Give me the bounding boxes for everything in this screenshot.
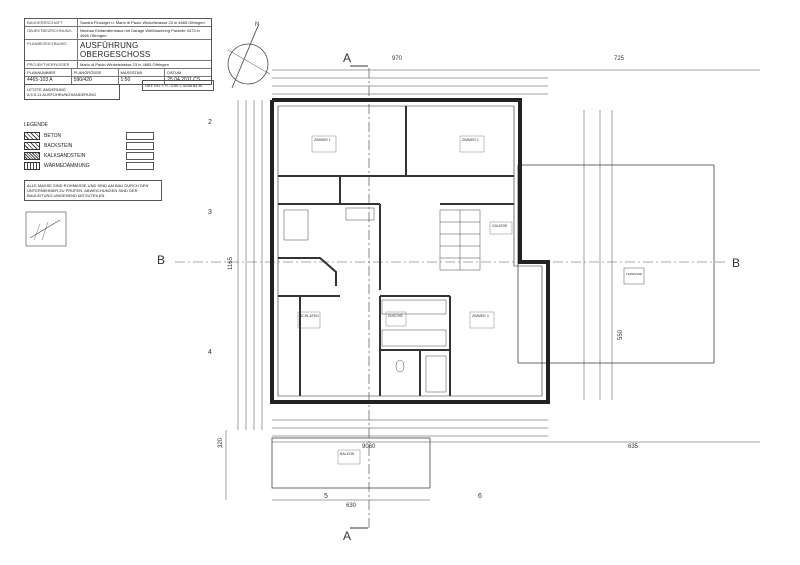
owner-value: Sandra Flückiger u. Mario di Paolo Winke…: [80, 20, 205, 25]
legend-box: [126, 162, 154, 170]
room-schlafen: SCHLAFEN: [300, 314, 319, 318]
legend-box: [126, 132, 154, 140]
axis-2: 2: [208, 119, 212, 126]
revision-text: A 5.5.11 AUSFÜHRUNGSÄNDERUNG: [27, 92, 97, 97]
general-note: ALLE MASSE SIND ROHMASSE UND SIND AM BAU…: [24, 180, 162, 201]
format: 590/420: [72, 77, 119, 84]
title-meta-labels: PLANNUMMER PLANGRÖSSE MASSSTAB DATUM: [25, 69, 211, 77]
section-a-top: A: [343, 51, 351, 65]
dimension-labels: 970 725 550 1165 9060 635 630 320: [218, 56, 639, 509]
legend-title: LEGENDE: [24, 122, 48, 128]
elevation-note: OKF.OG = +/- 0.00 = 4258.64 M: [142, 80, 214, 91]
stair-symbol-icon: [25, 211, 67, 247]
plan-label: PLANBEZEICHNUNG: [25, 40, 78, 60]
legend-box: [126, 142, 154, 150]
section-b-right: B: [732, 256, 740, 270]
dim-top-right: 725: [614, 56, 625, 62]
legend-item-kalksandstein: KALKSANDSTEIN: [24, 151, 154, 161]
legend-label: KALKSANDSTEIN: [44, 153, 86, 159]
dim-balcony-bottom: 630: [346, 503, 357, 509]
dim-left-total: 1165: [228, 256, 234, 270]
dim-bottom-right: 635: [628, 444, 639, 450]
author-value: Mario di Paolo Winkelstrasse 23 in 4665 …: [80, 62, 169, 67]
revision-box: LETZTE ÄNDERUNG A 5.5.11 AUSFÜHRUNGSÄNDE…: [24, 84, 120, 100]
room-zimmer3: ZIMMER 3: [472, 314, 489, 318]
legend: LEGENDE BETON BACKSTEIN KALKSANDSTEIN WÄ…: [24, 122, 154, 171]
scale-label: MASSSTAB: [119, 69, 166, 76]
insulation-hatch-icon: [24, 162, 40, 170]
author-label: PROJEKTVERFASSER: [25, 61, 78, 68]
dim-right-mid: 550: [618, 329, 624, 340]
north-label: N: [255, 22, 259, 28]
legend-item-beton: BETON: [24, 131, 154, 141]
interior-walls: [278, 106, 514, 396]
owner-label: BAUHERRSCHAFT: [25, 19, 78, 26]
room-labels: ZIMMER 1 ZIMMER 2 ZIMMER 3 SCHLAFEN DUSC…: [297, 135, 513, 329]
date-label: DATUM: [167, 70, 182, 75]
legend-label: WÄRMEDÄMMUNG: [44, 163, 90, 169]
axis-4: 4: [208, 349, 212, 356]
plan-nr: 4465-103 A: [25, 77, 72, 84]
section-b-left: B: [157, 253, 165, 267]
room-zimmer1: ZIMMER 1: [314, 138, 331, 142]
legend-item-backstein: BACKSTEIN: [24, 141, 154, 151]
bath-fixtures: [283, 207, 447, 393]
title-row-owner: BAUHERRSCHAFT Sandra Flückiger u. Mario …: [25, 19, 211, 27]
kalksandstein-hatch-icon: [24, 152, 40, 160]
plan-title: AUSFÜHRUNG OBERGESCHOSS: [80, 41, 151, 59]
balcony-outline: [271, 437, 431, 489]
legend-box: [126, 152, 154, 160]
title-block: BAUHERRSCHAFT Sandra Flückiger u. Mario …: [24, 18, 212, 85]
plan-nr-label: PLANNUMMER: [25, 69, 72, 76]
room-dusche: DUSCHE: [388, 314, 403, 318]
axis-markers: 2 3 4 5 6: [208, 119, 482, 500]
staircase-icon: [439, 209, 481, 271]
axis-6: 6: [478, 493, 482, 500]
legend-item-waermedaemmung: WÄRMEDÄMMUNG: [24, 161, 154, 171]
beton-hatch-icon: [24, 132, 40, 140]
dim-top-total: 970: [392, 56, 403, 62]
dimension-chains: [225, 69, 760, 501]
title-row-plan: PLANBEZEICHNUNG AUSFÜHRUNG OBERGESCHOSS: [25, 40, 211, 61]
title-row-object: OBJEKTBEZEICHNUNG Neubau Einfamilienhaus…: [25, 27, 211, 40]
room-balkon: BALKON: [340, 452, 355, 456]
object-label: OBJEKTBEZEICHNUNG: [25, 27, 78, 39]
dim-bottom-total: 9060: [362, 444, 376, 450]
revision-label: LETZTE ÄNDERUNG: [27, 87, 66, 92]
legend-label: BETON: [44, 133, 62, 139]
title-row-author: PROJEKTVERFASSER Mario di Paolo Winkelst…: [25, 61, 211, 69]
room-terrasse: TERRASSE: [626, 272, 642, 276]
section-a-bottom: A: [343, 529, 351, 543]
format-label: PLANGRÖSSE: [72, 69, 119, 76]
axis-3: 3: [208, 209, 212, 216]
outer-walls: [270, 98, 550, 404]
north-arrow-icon: N: [227, 22, 271, 89]
room-zimmer2: ZIMMER 2: [462, 138, 479, 142]
axis-5: 5: [324, 493, 328, 500]
dim-left-balcony: 320: [218, 437, 224, 448]
object-value: Neubau Einfamilienhaus mit Garage Weißba…: [80, 28, 200, 38]
legend-label: BACKSTEIN: [44, 143, 73, 149]
backstein-hatch-icon: [24, 142, 40, 150]
room-galerie: GALERIE: [492, 224, 508, 228]
